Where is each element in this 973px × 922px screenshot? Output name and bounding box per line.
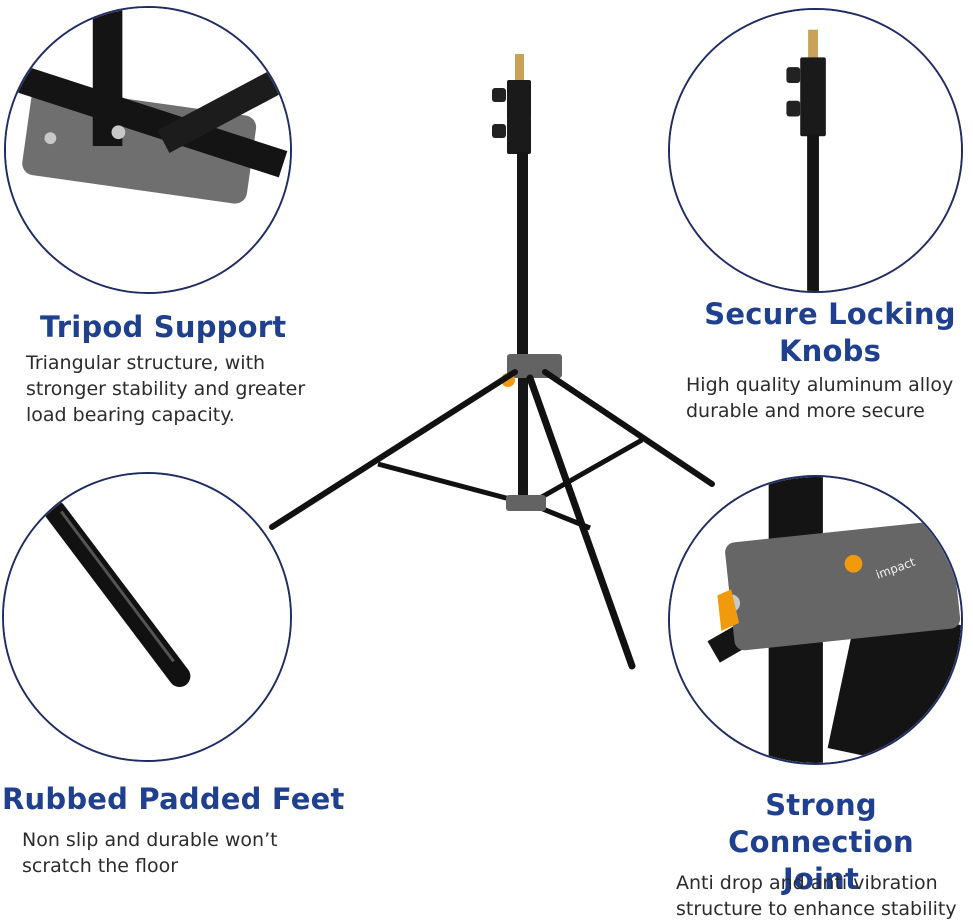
brace-right (531, 437, 644, 505)
secure-locking-knobs-description: High quality aluminum alloy durable and … (686, 374, 954, 422)
detail-circle-knobs (668, 8, 963, 293)
detail-circle-feet (2, 472, 292, 762)
tripod-support-description: Triangular structure, with stronger stab… (26, 352, 306, 426)
leg-left (269, 369, 518, 530)
top-clamp (507, 80, 531, 120)
lower-tube (518, 378, 528, 508)
top-knob-lower (492, 124, 506, 138)
strong-connection-joint-title: Strong Connection Joint (728, 788, 914, 896)
strong-connection-joint-description: Anti drop and anti vibration structure t… (676, 872, 957, 920)
top-knob-upper (492, 88, 506, 102)
brace-hub (506, 495, 546, 511)
brace-left (377, 461, 522, 505)
detail-circle-joint: impact (668, 475, 963, 765)
spigot-tip (515, 54, 524, 82)
secure-locking-knobs-title: Secure Locking Knobs (704, 297, 956, 368)
detail-circle-tripod (4, 6, 292, 294)
rubbed-padded-feet-description: Non slip and durable won’t scratch the f… (22, 829, 278, 877)
upper-tube (517, 152, 528, 367)
leg-right (542, 369, 715, 487)
tripod-support-title: Tripod Support (40, 310, 287, 344)
rubbed-padded-feet-title: Rubbed Padded Feet (2, 782, 345, 816)
